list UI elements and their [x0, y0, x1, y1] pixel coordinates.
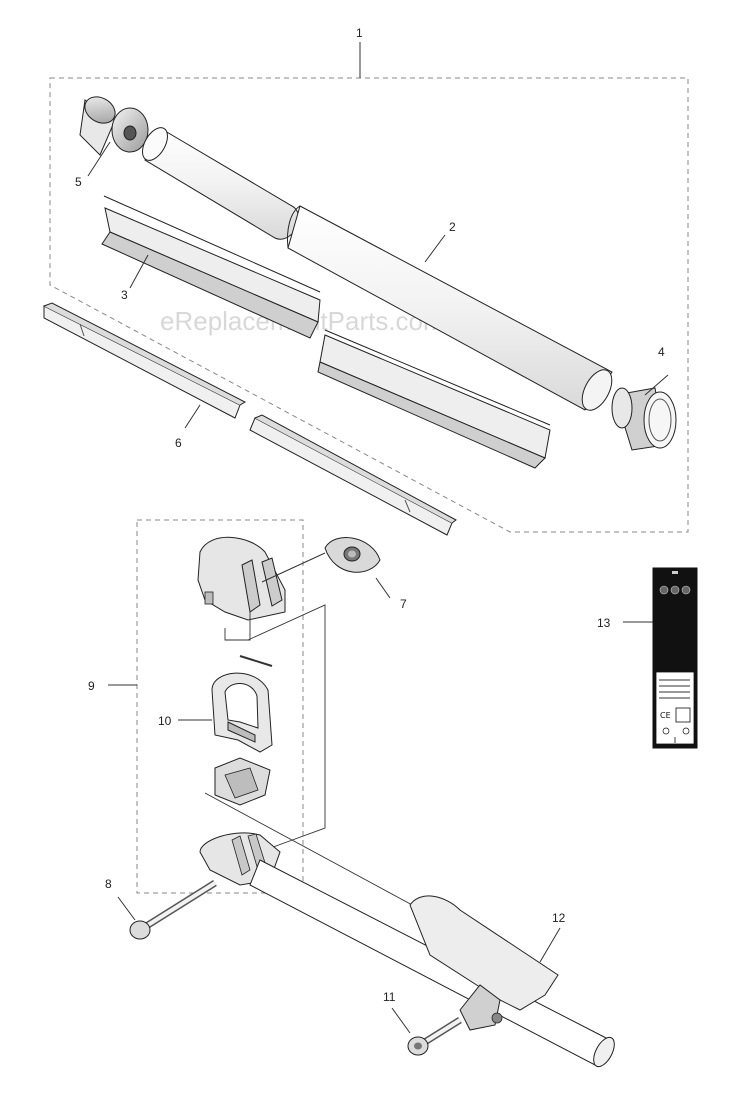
callout-5: 5 — [75, 175, 82, 189]
leader-4 — [644, 374, 669, 396]
callout-11: 11 — [383, 990, 396, 1004]
callout-12: 12 — [552, 911, 566, 925]
part-6-drive-shaft[interactable] — [43, 302, 457, 536]
part-4-end-cap[interactable] — [611, 387, 677, 451]
leader-12 — [539, 927, 561, 963]
callout-4: 4 — [658, 345, 665, 359]
part-11-screw[interactable] — [407, 1017, 462, 1056]
leader-3 — [129, 254, 149, 289]
leader-5 — [87, 141, 111, 177]
assembly-line-main — [204, 792, 441, 921]
callout-7: 7 — [400, 597, 407, 611]
pin — [239, 655, 273, 667]
decal-ce-mark: CE — [660, 711, 671, 720]
clamp-upper-half[interactable] — [197, 536, 286, 621]
assembly-1-outline — [49, 77, 689, 533]
leader-2 — [424, 234, 446, 263]
part-5-end-plug[interactable] — [79, 92, 149, 156]
leader-8 — [117, 896, 136, 921]
leader-6 — [184, 404, 201, 429]
part-12-handle-tube[interactable] — [249, 859, 619, 1070]
callout-9: 9 — [88, 679, 95, 693]
clamp-spacer[interactable] — [214, 757, 271, 806]
leader-7-a — [261, 552, 326, 583]
part-8-screw[interactable] — [129, 880, 217, 940]
callout-13: 13 — [597, 616, 611, 630]
part-10-loop[interactable] — [211, 672, 273, 753]
leader-7 — [375, 577, 391, 599]
assembly-9-outline — [136, 519, 304, 894]
callout-10: 10 — [158, 714, 172, 728]
callout-2: 2 — [449, 220, 456, 234]
callout-8: 8 — [105, 877, 112, 891]
part-7-nut[interactable] — [324, 537, 381, 573]
callout-6: 6 — [175, 436, 182, 450]
callout-1: 1 — [356, 26, 363, 40]
assembly-path-lines — [224, 604, 326, 851]
part-3-liner[interactable] — [101, 195, 551, 469]
callout-3: 3 — [121, 288, 128, 302]
leader-11 — [391, 1007, 411, 1034]
part-2-shaft-tube[interactable] — [137, 123, 618, 415]
part-13-decal[interactable]: CE — [652, 567, 698, 749]
